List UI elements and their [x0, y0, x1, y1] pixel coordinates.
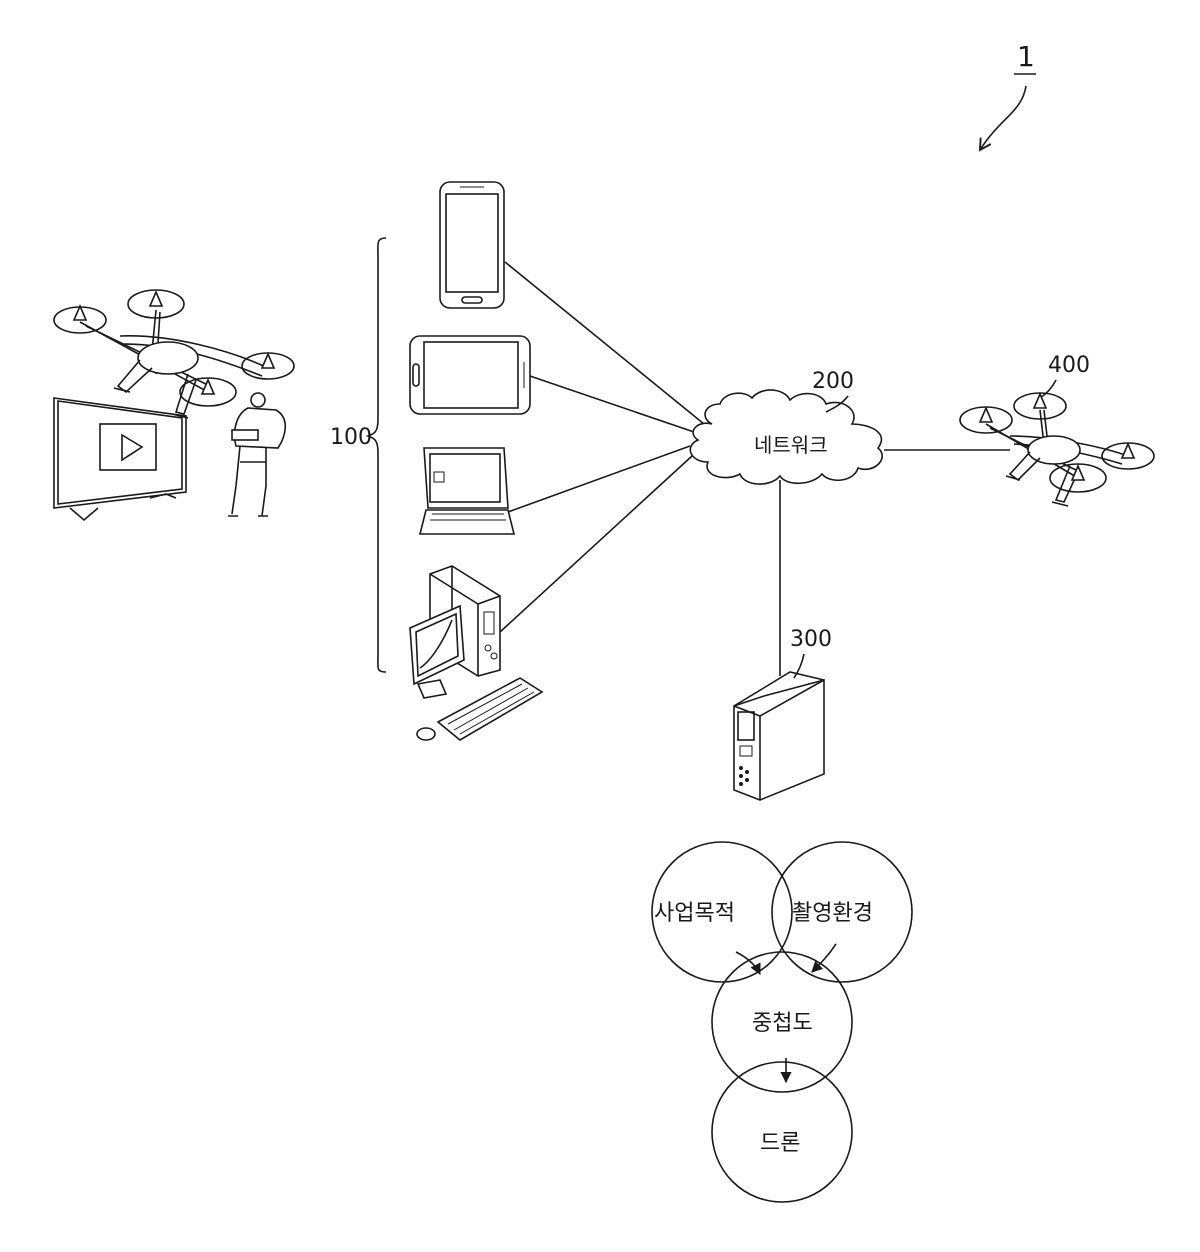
venn-diagram: 사업목적 촬영환경 중첩도 드론: [652, 842, 912, 1202]
venn-environment-label: 촬영환경: [792, 901, 873, 926]
desktop-computer-icon: [410, 566, 542, 740]
link-desktop: [500, 456, 692, 632]
arrow-environment-to-overlap: [812, 944, 836, 972]
arrow-purpose-to-overlap: [736, 952, 760, 974]
controller-icon: [232, 430, 258, 440]
server-icon: [734, 672, 824, 800]
server-ref-label: 300: [790, 627, 832, 652]
tablet-icon: [410, 336, 530, 414]
network-ref-label: 200: [812, 369, 854, 394]
system-label: 1: [1017, 40, 1035, 73]
laptop-icon: [420, 448, 514, 534]
smartphone-icon: [440, 182, 504, 308]
terminals-label: 100: [330, 425, 372, 450]
tv-icon: [54, 398, 186, 520]
system-reference: 1: [980, 40, 1036, 150]
venn-overlap-label: 중첩도: [752, 1011, 813, 1036]
system-arrow: [980, 86, 1026, 150]
person-icon: [228, 393, 285, 516]
play-icon-frame: [100, 424, 156, 470]
server-reference: 300: [790, 627, 832, 678]
drone-reference: 400: [1040, 353, 1090, 398]
venn-purpose-label: 사업목적: [654, 901, 735, 926]
terminal-group-brace: 100: [330, 238, 386, 672]
cloud-icon: 네트워크: [690, 390, 882, 484]
link-laptop: [508, 446, 690, 512]
network-label: 네트워크: [754, 433, 828, 457]
link-tablet: [530, 376, 694, 432]
venn-drone-label: 드론: [760, 1131, 800, 1156]
drone-ref-label: 400: [1048, 353, 1090, 378]
link-smartphone: [505, 262, 704, 424]
